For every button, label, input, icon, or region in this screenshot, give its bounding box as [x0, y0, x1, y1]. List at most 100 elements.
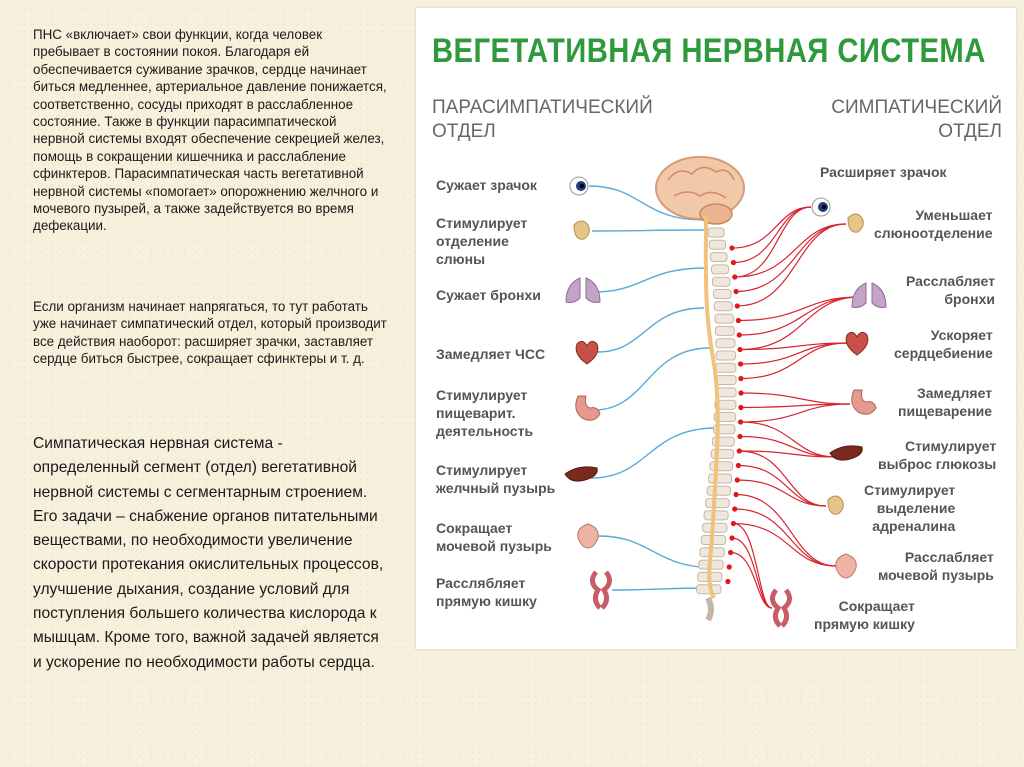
spinal-cord [703, 215, 720, 599]
sympathetic-nerve-line [734, 223, 847, 278]
parasympathetic-nerve-line [597, 535, 719, 569]
sympathetic-nerve-line [740, 296, 860, 351]
ganglion-dot [737, 419, 744, 425]
bladder-icon [835, 553, 857, 579]
parasympathetic-nerve-line [592, 267, 707, 293]
ganglion-dot [730, 259, 737, 266]
ganglion-dot [725, 578, 731, 585]
parasympathetic-nerve-line [590, 427, 717, 479]
sympathetic-nerve-line [738, 296, 860, 322]
bladder-icon [577, 523, 599, 549]
sympathetic-heading: СИМПАТИЧЕСКИЙ ОТДЕЛ [831, 97, 1002, 142]
sympathetic-organ-icons [770, 197, 887, 628]
sympathetic-nerve-line [740, 421, 837, 458]
parasympathetic-nerve-line [596, 307, 705, 353]
ganglion-dot [726, 564, 732, 570]
rectum-icon [770, 588, 792, 628]
ganglion-dot [736, 448, 742, 454]
salivary-gland-icon [847, 213, 864, 233]
ganglion-dot [730, 520, 737, 527]
parasympathetic-label-2: Сужает бронхи [436, 287, 541, 303]
sympathetic-nerve-line [740, 403, 851, 423]
parasympathetic-nerve-line [588, 185, 705, 221]
sympathetic-nerve-line [739, 450, 837, 458]
salivary-gland-icon [827, 495, 844, 515]
cerebellum-icon [699, 203, 733, 225]
sympathetic-nerve-line [738, 464, 827, 507]
sympathetic-nerve-line [733, 522, 837, 567]
liver-icon [829, 445, 863, 461]
sympathetic-nerve-line [733, 206, 812, 264]
sympathetic-nerve-line [733, 522, 773, 609]
sympathetic-nerve-line [734, 206, 812, 278]
ganglion-dot [737, 361, 744, 367]
parasympathetic-label-0: Сужает зрачок [436, 177, 537, 193]
ganglion-dot [738, 375, 744, 382]
parasympathetic-nerve-lines [588, 185, 719, 591]
lungs-icon [851, 282, 887, 308]
sympathetic-nerve-line [739, 450, 827, 507]
parasympathetic-label-3: Замедляет ЧСС [436, 346, 546, 362]
sympathetic-nerve-line [740, 392, 851, 405]
paragraph-pns-rest: ПНС «включает» свои функции, когда челов… [33, 27, 387, 234]
liver-icon [564, 466, 598, 482]
sympathetic-nerve-line [734, 508, 837, 567]
autonomic-nervous-system-diagram: ВЕГЕТАТИВНАЯ НЕРВНАЯ СИСТЕМА ПАРАСИМПАТИ… [416, 8, 1016, 649]
sympathetic-label-0: Расширяет зрачок [820, 164, 947, 180]
parasympathetic-nerve-line [593, 347, 711, 411]
sympathetic-nerve-lines [730, 206, 860, 609]
sympathetic-nerve-line [737, 479, 827, 507]
ganglion-dot [732, 274, 738, 280]
ganglion-dot [738, 404, 744, 411]
ganglion-dot [738, 390, 744, 396]
parasympathetic-heading: ПАРАСИМПАТИЧЕСКИЙ ОТДЕЛ [432, 97, 653, 142]
stomach-icon [575, 395, 601, 421]
spinal-column [696, 227, 737, 622]
ganglion-dot [733, 288, 739, 295]
ganglion-dot [732, 506, 738, 512]
paragraph-sympathetic-definition: Симпатическая нервная система - определе… [33, 435, 384, 671]
sympathetic-nerve-line [736, 493, 837, 567]
stomach-icon [851, 389, 877, 415]
diagram-graphics [564, 156, 887, 628]
salivary-gland-icon [573, 220, 590, 240]
parasympathetic-nerve-line [591, 229, 709, 232]
eye-icon [811, 197, 831, 217]
lungs-icon [565, 277, 601, 303]
heart-icon [845, 331, 869, 356]
ganglion-dot [735, 462, 741, 469]
anatomy-graphics [564, 156, 887, 628]
ganglion-dot [729, 245, 735, 251]
ganglion-dot [729, 535, 735, 541]
sympathetic-nerve-line [731, 537, 773, 609]
eye-icon [569, 176, 589, 196]
ganglion-dot [735, 317, 741, 324]
ganglion-dot [727, 549, 734, 556]
sympathetic-nerve-line [731, 206, 812, 249]
ganglion-dot [737, 346, 743, 353]
ganglion-dot [734, 303, 740, 309]
sympathetic-nerve-line [730, 551, 773, 609]
ganglion-dot [733, 491, 739, 498]
rectum-icon [590, 570, 612, 610]
heart-icon [575, 340, 599, 365]
sympathetic-ganglia [725, 245, 744, 585]
sympathetic-nerve-line [737, 223, 847, 307]
diagram-title: ВЕГЕТАТИВНАЯ НЕРВНАЯ СИСТЕМА [432, 32, 986, 70]
ganglion-dot [737, 433, 743, 440]
parasympathetic-organ-icons [564, 176, 612, 610]
ganglion-dot [734, 477, 740, 483]
